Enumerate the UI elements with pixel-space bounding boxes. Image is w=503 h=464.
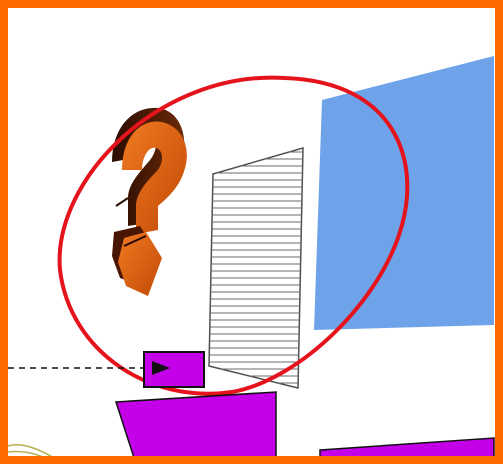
magenta-block-large <box>116 392 276 464</box>
hatched-panel <box>209 148 303 388</box>
blue-panel <box>314 56 494 330</box>
magenta-arrow-box <box>144 352 204 387</box>
